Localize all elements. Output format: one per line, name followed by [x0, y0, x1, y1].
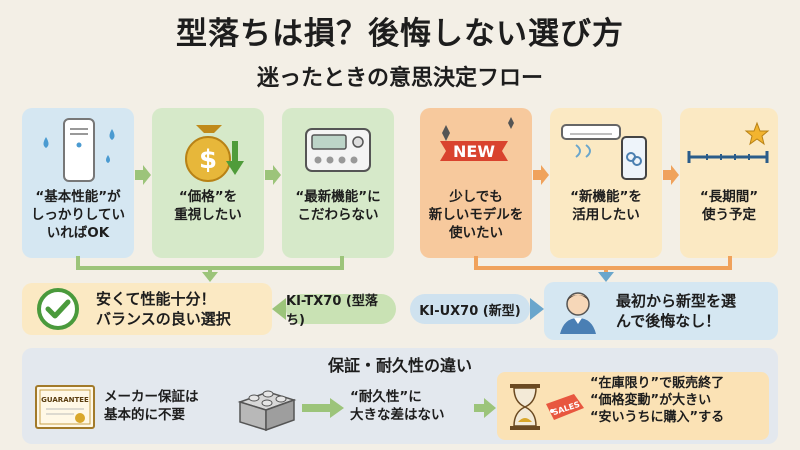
new-badge-icon: NEW	[420, 114, 532, 184]
arrow-right-icon	[533, 165, 549, 185]
new-model-tag: KI-UX70 (新型)	[410, 294, 530, 324]
sales-info-box	[497, 372, 769, 440]
page-subtitle: 迷ったときの意思決定フロー	[256, 66, 543, 91]
certificate-icon: GUARANTEE	[35, 385, 95, 429]
left-box-latest-features-label: “最新機能”に こだわらない	[295, 189, 381, 224]
arrow-right-icon	[530, 298, 544, 320]
right-box-long-term-label: “長期間” 使う予定	[699, 189, 759, 224]
air-purifier-icon	[22, 114, 134, 184]
new-badge-text: NEW	[453, 142, 495, 161]
left-box-basic-performance-label: “基本性能”が しっかりしてい いればOK	[30, 189, 126, 242]
left-box-price: $ “価格”を 重視したい	[152, 108, 264, 258]
right-connector	[474, 256, 732, 282]
hourglass-sales-icon: SALES	[510, 384, 584, 430]
arrow-right-icon	[135, 165, 151, 185]
certificate-label: GUARANTEE	[41, 396, 89, 404]
right-box-new-features-label: “新機能”を 活用したい	[570, 189, 642, 224]
svg-text:$: $	[199, 145, 217, 175]
smartphone-link-icon	[550, 114, 662, 184]
panel-title: 保証・耐久性の違い	[327, 356, 472, 375]
arrow-right-icon	[474, 398, 496, 418]
left-result-box: 安くて性能十分！ バランスの良い選択	[22, 283, 272, 335]
right-box-new-model-label: 少しでも 新しいモデルを 使いたい	[428, 189, 524, 242]
right-result-text: 最初から新型を選 んで後悔なし！	[616, 291, 737, 330]
left-connector	[76, 256, 344, 282]
lego-brick-icon	[237, 390, 297, 432]
page-title: 型落ちは損？後悔しない選び方	[176, 16, 624, 52]
timeline-star-icon	[680, 114, 778, 184]
durability-text: “耐久性”に 大きな差はない	[350, 389, 445, 424]
left-box-basic-performance: “基本性能”が しっかりしてい いればOK	[22, 108, 134, 258]
check-circle-icon	[37, 288, 79, 330]
sales-text: “在庫限り”で販売終了 “価格変動”が大きい “安いうちに購入”する	[590, 376, 725, 426]
arrow-right-icon	[663, 165, 679, 185]
arrow-right-icon	[265, 165, 281, 185]
arrow-right-icon	[302, 398, 344, 418]
warranty-text: メーカー保証は 基本的に不要	[104, 389, 199, 424]
left-box-latest-features: “最新機能”に こだわらない	[282, 108, 394, 258]
left-box-price-label: “価格”を 重視したい	[174, 189, 242, 224]
control-panel-icon	[282, 114, 394, 184]
person-avatar-icon	[560, 292, 596, 334]
old-model-tag: KI-TX70 (型落ち)	[286, 294, 396, 328]
right-box-new-features: “新機能”を 活用したい	[550, 108, 662, 258]
arrow-left-icon	[272, 298, 286, 320]
right-box-new-model: NEW 少しでも 新しいモデルを 使いたい	[420, 108, 532, 258]
right-box-long-term: “長期間” 使う予定	[680, 108, 778, 258]
left-result-text: 安くて性能十分！ バランスの良い選択	[96, 289, 231, 328]
money-bag-icon: $	[152, 114, 264, 184]
right-result-box: 最初から新型を選 んで後悔なし！	[544, 282, 778, 340]
